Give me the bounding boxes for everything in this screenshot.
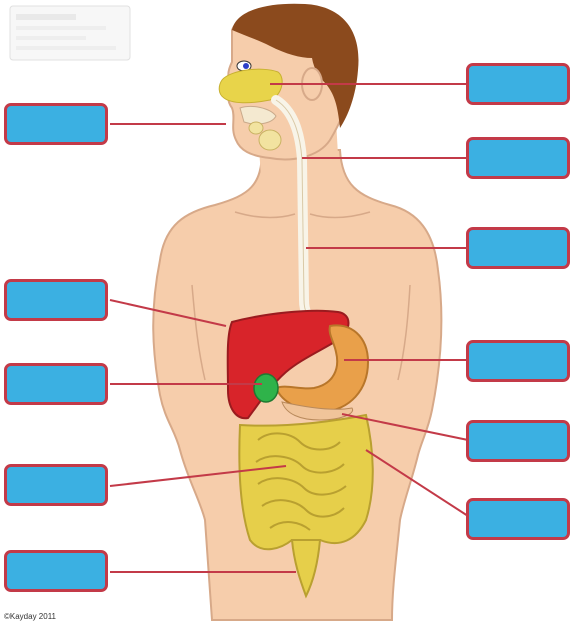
leader-line [342,414,468,440]
label-box[interactable] [4,103,108,145]
label-box[interactable] [4,363,108,405]
label-box[interactable] [4,464,108,506]
label-box[interactable] [466,63,570,105]
leader-line [110,300,226,326]
label-box[interactable] [466,137,570,179]
label-box[interactable] [4,550,108,592]
label-box[interactable] [4,279,108,321]
label-box[interactable] [466,498,570,540]
label-box[interactable] [466,227,570,269]
copyright-text: ©Kayday 2011 [4,612,56,621]
label-box[interactable] [466,420,570,462]
leader-line [366,450,468,516]
leader-line [110,466,286,486]
label-box[interactable] [466,340,570,382]
